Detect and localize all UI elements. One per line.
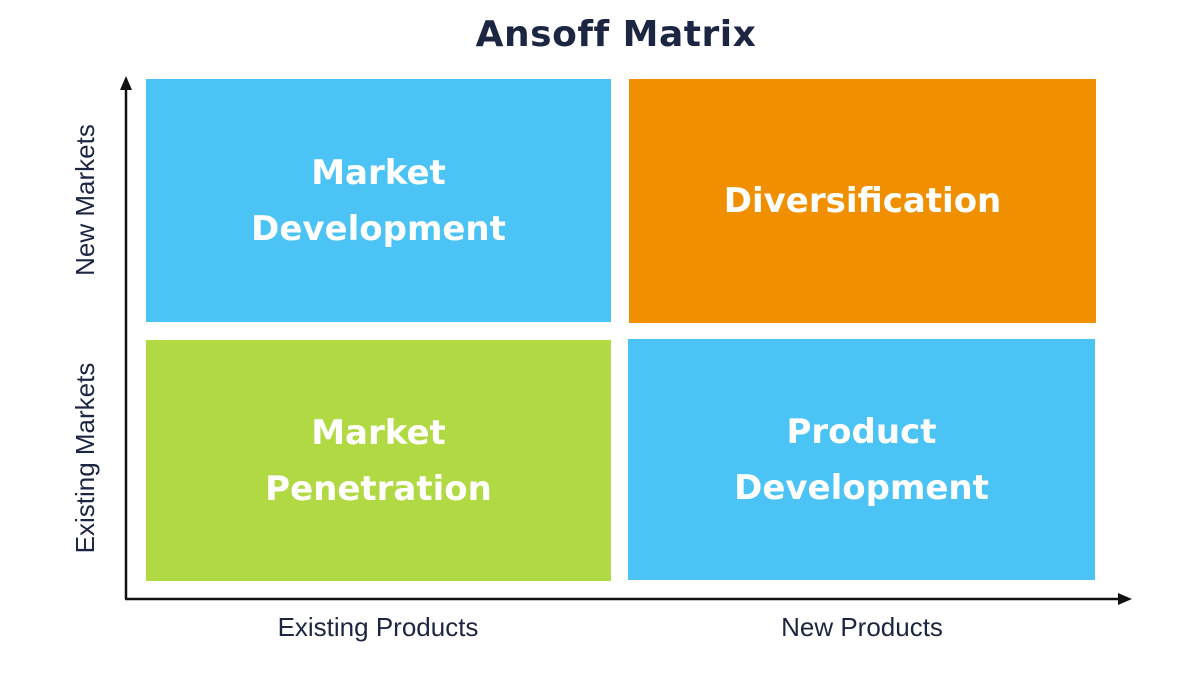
y-axis-arrow-icon: [120, 76, 132, 90]
quadrant-market-penetration: Market Penetration: [146, 340, 611, 581]
quadrant-label-line2: Development: [734, 467, 989, 508]
diagram-title: Ansoff Matrix: [475, 14, 757, 55]
y-axis-label-new-markets: New Markets: [70, 124, 100, 276]
quadrant-product-development: Product Development: [628, 339, 1095, 580]
x-axis-arrow-icon: [1118, 593, 1132, 605]
quadrant-market-development: Market Development: [146, 79, 611, 322]
x-axis-label-existing-products: Existing Products: [277, 612, 479, 642]
x-axis-label-new-products: New Products: [781, 612, 943, 642]
quadrant-label-line2: Development: [251, 208, 506, 249]
quadrant-label-line1: Market: [311, 152, 446, 193]
quadrant-label-line2: Penetration: [265, 468, 492, 509]
quadrant-diversification: Diversification: [629, 79, 1096, 323]
y-axis-label-existing-markets: Existing Markets: [70, 362, 100, 554]
quadrant-label-line1: Market: [311, 412, 446, 453]
quadrant-label-line1: Diversification: [723, 181, 1002, 221]
quadrant-label-line1: Product: [786, 411, 937, 452]
